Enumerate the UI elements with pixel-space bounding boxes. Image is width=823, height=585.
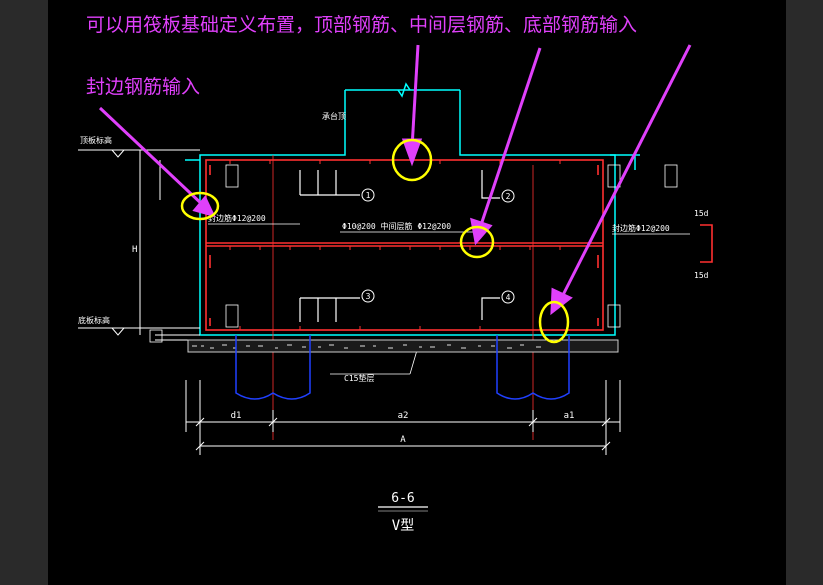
label-lap-top: 15d (694, 209, 709, 218)
small-boxes (149, 164, 678, 343)
rebar-marker-3 (361, 289, 375, 303)
rebar-number-2: 2 (506, 192, 511, 201)
right-margin (786, 0, 823, 585)
rebar-number-1: 1 (366, 191, 371, 200)
highlight-circles (180, 138, 570, 344)
label-cushion: C15垫层 (344, 373, 374, 383)
cushion-layer (187, 339, 619, 353)
stirrups (299, 170, 500, 322)
piles (235, 335, 570, 400)
rebar-number-4: 4 (506, 293, 511, 302)
callout-right-edge: 封边筋Φ12@200 (612, 223, 670, 233)
dim-d1: d1 (231, 411, 242, 421)
left-dimensions (78, 149, 200, 341)
annotation-line-1: 可以用筏板基础定义布置，顶部钢筋、中间层钢筋、底部钢筋输入 (86, 14, 637, 36)
bottom-dimensions (185, 380, 621, 455)
highlight-bottom-rebar (538, 300, 570, 344)
label-cap-top: 承台顶 (322, 111, 346, 121)
label-top-level: 顶板标高 (80, 135, 112, 145)
dim-H: H (132, 245, 137, 255)
callout-middle: Φ10@200 中间层筋 Φ12@200 (342, 221, 451, 231)
highlight-middle-rebar (459, 225, 495, 259)
rebar-number-3: 3 (366, 292, 371, 301)
annotation-line-2: 封边钢筋输入 (86, 76, 200, 98)
rebar-markers (361, 188, 515, 304)
rebar-ticks (229, 160, 561, 330)
rebar-marker-2 (501, 189, 515, 203)
rebar-cage (205, 159, 713, 331)
callout-left-edge: 封边筋Φ12@200 (208, 213, 266, 223)
left-margin (0, 0, 48, 585)
dim-a2: a2 (398, 411, 409, 421)
highlight-edge-rebar (180, 191, 220, 221)
dim-A: A (400, 435, 406, 445)
rebar-marker-4 (501, 290, 515, 304)
rebar-marker-1 (361, 188, 375, 202)
section-title: 6-6 (391, 491, 414, 506)
label-lap-bottom: 15d (694, 271, 709, 280)
section-type: V型 (392, 518, 414, 534)
highlight-top-rebar (391, 138, 433, 182)
dim-a1: a1 (564, 411, 575, 421)
label-bottom-level: 底板标高 (78, 315, 110, 325)
annotation-arrows (98, 44, 692, 316)
